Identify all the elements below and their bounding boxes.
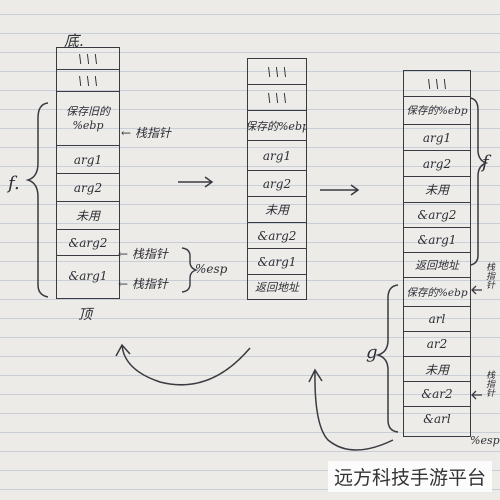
ruled-line [0,337,500,338]
arrow-right-2 [320,184,360,196]
stack3-cell: arl [404,307,470,332]
stack2-cell: 保存的%ebp [248,111,306,141]
stack1-arg2-pointer: ← 栈指针 [118,247,168,261]
stack1-cell: &arg1 [68,269,108,283]
stack1-esp-label: %esp [195,262,228,276]
stack3-cell: &arg2 [404,203,470,228]
ruled-line [0,166,500,167]
ruled-line [0,280,500,281]
stack3-cell: \ \ \ [404,71,470,97]
return-arc [115,343,251,386]
stack3-pointer-top: 栈指针 [484,262,494,289]
ruled-line [0,413,500,414]
ruled-line [0,71,500,72]
return-arc-2 [308,368,394,451]
stack1: \ \ \ \ \ \ 保存旧的 %ebp arg1 arg2 未用 &arg2… [56,47,120,299]
stack3-cell: 未用 [404,177,470,203]
ruled-line [0,394,500,395]
ruled-line [0,52,500,53]
stack1-ebp-pointer: ← 栈指针 [121,126,171,140]
stack3-cell: &arl [423,411,451,426]
ruled-line [0,375,500,376]
stack1-bottom-label: 底. [64,32,84,50]
stack3-cell: &arg1 [404,228,470,253]
stack3-cell: arg1 [404,125,470,151]
stack3-esp-label: %esp [470,434,500,447]
stack1-cell: arg2 [57,174,119,202]
stack3-cell: 未用 [404,357,470,382]
ruled-line [0,318,500,319]
stack2-cell: &arg1 [248,249,306,275]
stack3-cell: 保存的%ebp [404,97,470,125]
ruled-line [0,489,500,490]
stack3-pointer-bottom: 栈指针 [484,370,494,397]
stack2-cell: &arg2 [248,223,306,249]
stack3-pointer-arrow-bottom [471,390,482,400]
stack3-f-brace [469,97,489,266]
stack2-cell: \ \ \ [248,85,306,111]
ruled-line [0,128,500,129]
stack3: \ \ \ 保存的%ebp arg1 arg2 未用 &arg2 &arg1 返… [403,70,471,437]
ruled-line [0,242,500,243]
stack2-cell: arg1 [248,141,306,171]
stack2-cell: 未用 [248,197,306,223]
stack2-cell: \ \ \ [248,59,306,85]
arrow-right-1 [178,176,214,188]
stack3-cell: arg2 [404,151,470,177]
stack3-cell: 保存的%ebp [404,278,470,307]
ruled-line [0,451,500,452]
ruled-line [0,14,500,15]
ruled-line [0,204,500,205]
ruled-line [0,261,500,262]
ruled-line [0,432,500,433]
ruled-line [0,223,500,224]
ruled-line [0,33,500,34]
ruled-line [0,147,500,148]
ruled-line [0,90,500,91]
watermark: 远方科技手游平台 [327,461,492,492]
stack1-brace [25,102,49,298]
stack2-cell: arg2 [248,171,306,197]
stack3-cell: ar2 [404,332,470,357]
stack3-cell: &ar2 [404,382,470,407]
stack1-top-label: 顶 [78,307,92,323]
stack3-cell: 返回地址 [404,253,470,278]
stack1-cell: \ \ \ [57,70,119,92]
stack3-g-label: g [366,342,378,363]
ruled-line [0,470,500,471]
stack1-arg1-pointer: ← 栈指针 [118,277,168,291]
stack1-cell: 未用 [57,202,119,230]
stack1-f-label: f. [8,173,20,194]
stack1-esp-brace [181,247,199,293]
ruled-line [0,109,500,110]
stack2-cell: 返回地址 [255,281,299,294]
stack1-cell: arg1 [57,146,119,174]
stack1-cell: 保存旧的 %ebp [57,92,119,146]
ruled-line [0,185,500,186]
ruled-line [0,356,500,357]
stack3-g-brace [375,284,399,433]
stack3-pointer-arrow-top [471,285,482,295]
stack1-cell: \ \ \ [57,48,119,70]
stack2: \ \ \ \ \ \ 保存的%ebp arg1 arg2 未用 &arg2 &… [247,58,307,300]
stack1-cell: &arg2 [57,230,119,256]
